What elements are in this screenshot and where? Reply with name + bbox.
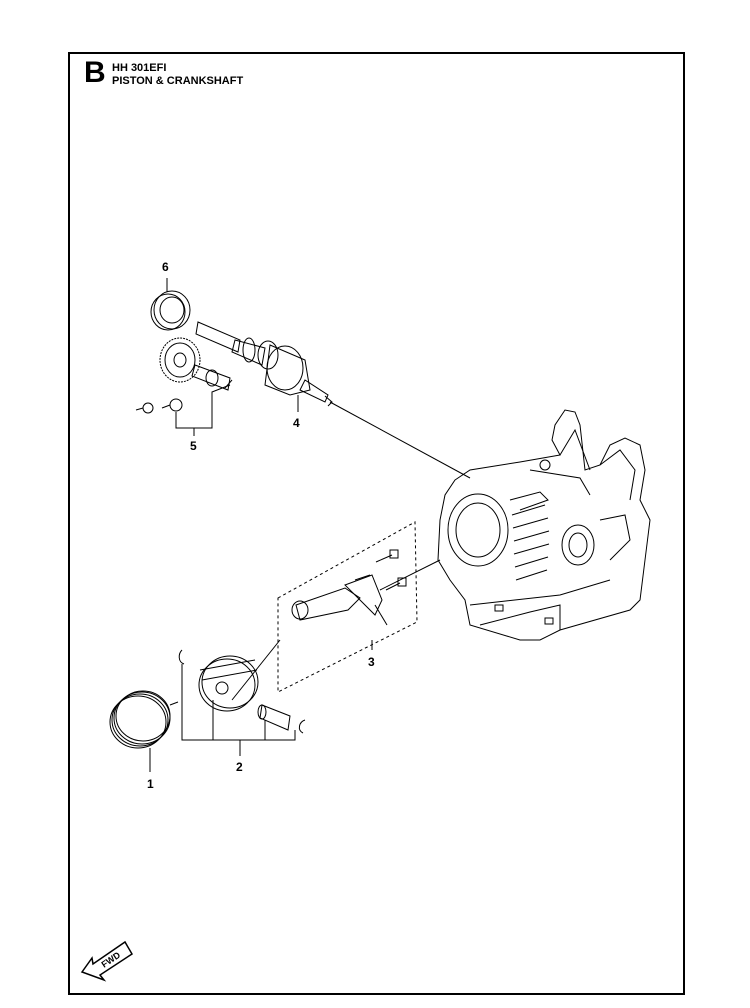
drawing-frame: [68, 52, 685, 995]
fwd-arrow-icon: [80, 940, 134, 982]
circlip-right: [298, 719, 306, 734]
circlip-left: [178, 649, 185, 665]
section-letter: B: [84, 56, 106, 89]
callout-5: 5: [190, 439, 197, 453]
callout-3: 3: [368, 655, 375, 669]
piston-pin: [259, 704, 291, 731]
governor-pins: [135, 384, 231, 436]
callout-6: 6: [162, 260, 169, 274]
piston: [178, 649, 306, 756]
connecting-rod-group: [277, 521, 418, 693]
callout-1: 1: [147, 777, 154, 791]
fwd-label: FWD: [100, 950, 123, 970]
piston-rings: [109, 690, 179, 772]
model-name: HH 301EFI: [112, 62, 167, 74]
crankshaft-leader: [329, 401, 471, 479]
callout-2: 2: [236, 760, 243, 774]
crank-gear: [159, 337, 233, 391]
callout-4: 4: [293, 416, 300, 430]
diagram-title: PISTON & CRANKSHAFT: [112, 75, 244, 87]
conrod-leader: [379, 559, 441, 591]
engine-block: [437, 409, 651, 641]
bearing: [150, 278, 191, 331]
crankshaft: [195, 321, 333, 412]
